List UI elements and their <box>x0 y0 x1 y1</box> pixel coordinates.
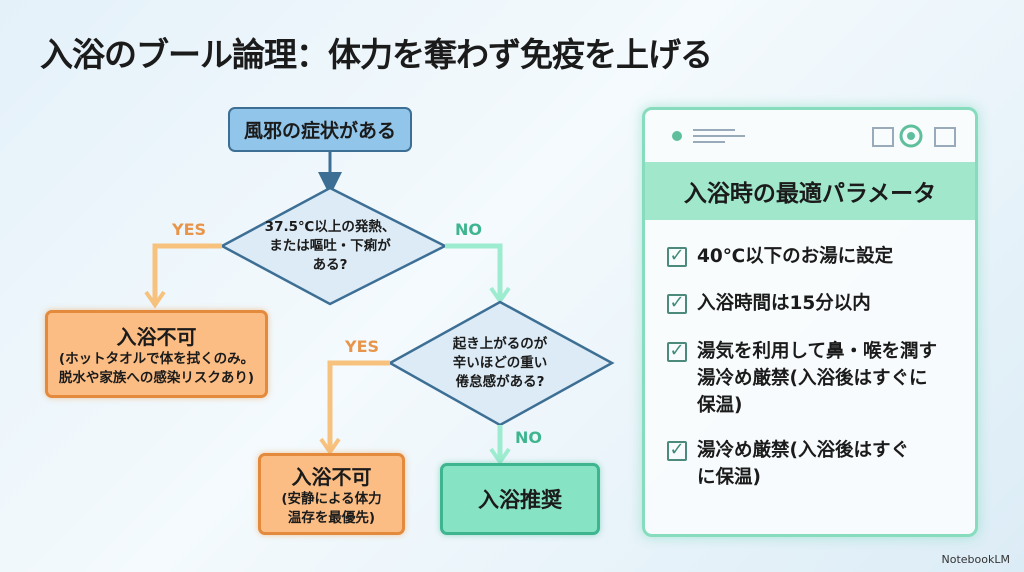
outcome-bath-recommended: 入浴推奨 <box>440 463 600 535</box>
yes-arrowhead-1 <box>144 290 166 309</box>
decision1-yes-label: YES <box>172 220 207 239</box>
decision2-yes-label: YES <box>345 337 380 356</box>
yes-connector-1 <box>152 243 222 303</box>
decision2-text: 起き上がるのが 辛いほどの重い 倦怠感がある? <box>452 336 548 390</box>
panel-decoration-icons <box>672 124 956 148</box>
outcome-no-bath-1: 入浴不可 (ホットタオルで体を拭くのみ。 脱水や家族への感染リスクあり) <box>45 310 268 398</box>
outcome-no-bath-2: 入浴不可 (安静による体力 温存を最優先) <box>258 453 405 535</box>
yes-connector-2 <box>327 360 390 450</box>
no-connector-1 <box>445 243 503 298</box>
decision2-no-label: NO <box>515 428 542 447</box>
outcome3-title: 入浴推奨 <box>478 488 562 512</box>
no-arrowhead-2 <box>489 447 511 466</box>
decision1-no-label: NO <box>455 220 482 239</box>
checkbox-checked-icon: ✓ <box>667 342 687 362</box>
outcome1-note: (ホットタオルで体を拭くのみ。 脱水や家族への感染リスクあり) <box>58 350 255 386</box>
parameters-panel: 入浴時の最適パラメータ ✓40℃以下のお湯に設定 ✓入浴時間は15分以内 ✓湯気… <box>642 107 978 537</box>
decision1-text: 37.5℃以上の発熱、 または嘔吐・下痢が ある? <box>264 219 396 273</box>
checklist-item: ✓入浴時間は15分以内 <box>667 290 962 317</box>
checklist-item: ✓湯冷め厳禁(入浴後はすぐ に保温) <box>667 437 962 491</box>
decision1-diamond <box>219 186 448 306</box>
outcome2-title: 入浴不可 <box>291 464 372 489</box>
panel-title: 入浴時の最適パラメータ <box>645 162 975 220</box>
notebooklm-brand: NotebookLM <box>941 553 1010 566</box>
start-label: 風邪の症状がある <box>243 120 396 142</box>
page-title: 入浴のブール論理：体力を奪わず免疫を上げる <box>40 35 713 74</box>
checklist-item: ✓湯気を利用して鼻・喉を潤す 湯冷め厳禁(入浴後はすぐに 保温) <box>667 338 962 419</box>
start-node: 風邪の症状がある <box>228 107 412 152</box>
outcome2-note: (安静による体力 温存を最優先) <box>281 490 382 526</box>
checkbox-checked-icon: ✓ <box>667 247 687 267</box>
checkbox-checked-icon: ✓ <box>667 294 687 314</box>
yes-arrowhead-2 <box>319 437 341 456</box>
checklist-item: ✓40℃以下のお湯に設定 <box>667 243 962 270</box>
checkbox-checked-icon: ✓ <box>667 441 687 461</box>
outcome1-title: 入浴不可 <box>116 324 197 349</box>
flowchart-connectors <box>144 152 615 466</box>
